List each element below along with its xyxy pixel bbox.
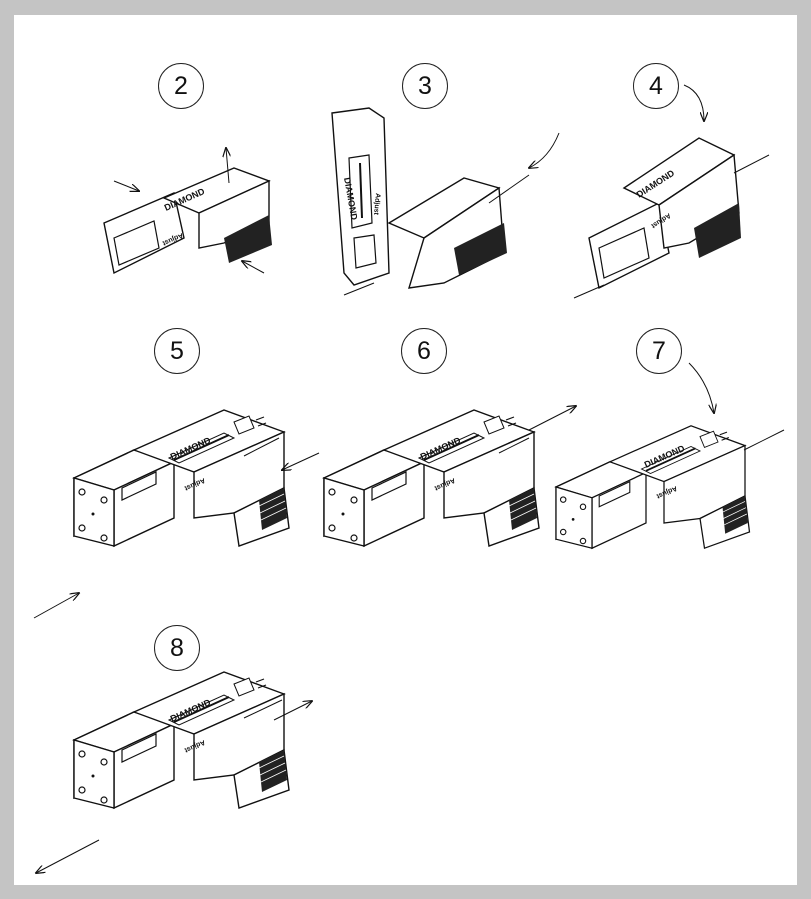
step-5: 5 DIAMOND Adjust [33, 328, 320, 628]
step-number-badge: 5 [154, 328, 200, 374]
step-number-badge: 8 [154, 625, 200, 671]
connector-drawing: DIAMOND Adjust [555, 362, 785, 550]
step-number-badge: 2 [158, 63, 204, 109]
step-number-badge: 3 [402, 63, 448, 109]
step-7: 7 DIAMOND Adjust [554, 328, 799, 608]
connector-drawing: DIAMOND Adjust [103, 63, 272, 275]
step-4: 4 DIAMOND Adjust [569, 63, 799, 313]
connector-drawing: DIAMOND Adjust [573, 84, 770, 299]
instruction-sheet: 2 DIAMOND Adjust 3 DIAMOND Adjust [14, 15, 797, 885]
step-8: 8 DIAMOND Adjust [34, 625, 334, 885]
connector-drawing: DIAMOND Adjust [323, 328, 584, 547]
step-6: 6 DIAMOND Adjust [314, 328, 584, 608]
connector-drawing: DIAMOND Adjust [33, 409, 320, 619]
step-number-badge: 7 [636, 328, 682, 374]
connector-drawing: DIAMOND Adjust [331, 107, 560, 296]
step-3: 3 DIAMOND Adjust [314, 63, 574, 313]
step-number-badge: 4 [633, 63, 679, 109]
step-2: 2 DIAMOND Adjust [74, 63, 304, 303]
adjust-label: Adjust [372, 193, 381, 216]
connector-drawing: DIAMOND Adjust [34, 671, 334, 885]
step-number-badge: 6 [401, 328, 447, 374]
